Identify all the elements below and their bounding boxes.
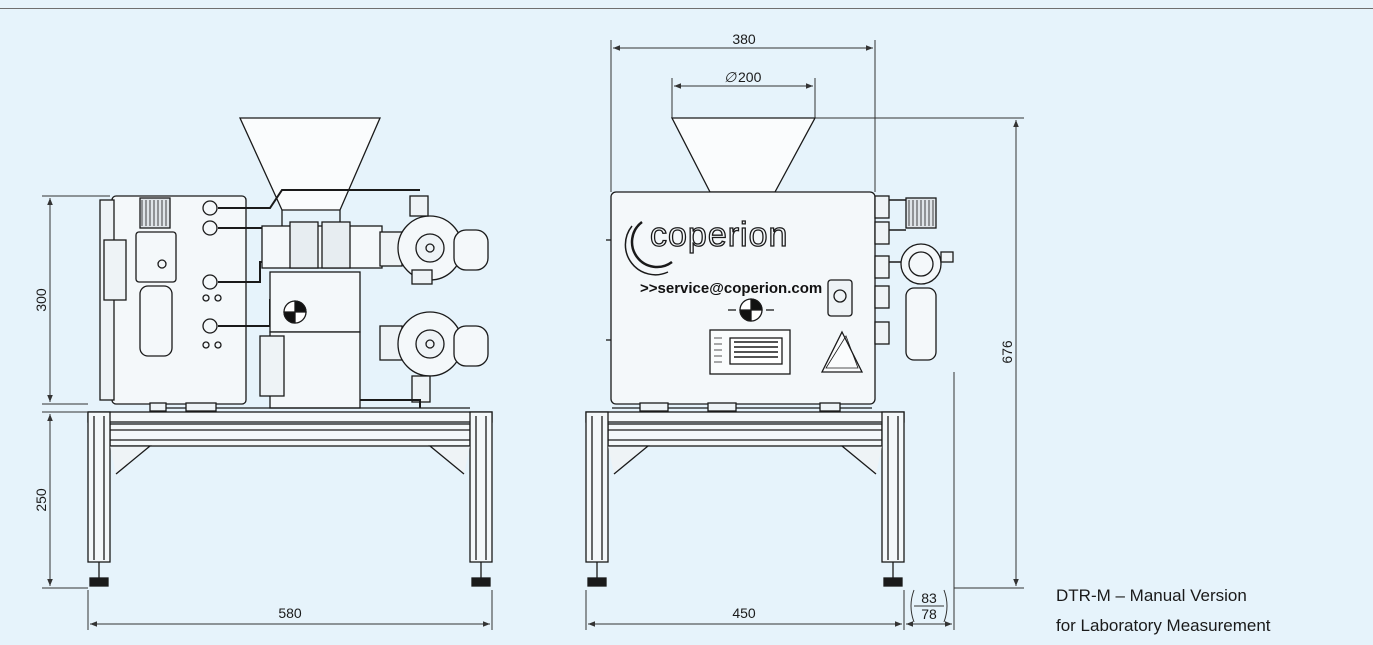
service-email: >>service@coperion.com [640,280,822,297]
caption-line-2: for Laboratory Measurement [1056,616,1271,635]
side-width-label: 580 [278,605,302,621]
side-height-frame-label: 250 [33,488,49,512]
front-diameter-label: 200 [738,69,762,85]
diameter-label: ∅ 200 [724,69,762,85]
front-height-total-label: 676 [999,340,1015,364]
side-height-body-label: 300 [33,288,49,312]
foot-upper-label: 83 [921,590,937,606]
top-rule [0,8,1373,9]
front-width-base-label: 450 [732,605,756,621]
front-width-top-label: 380 [732,31,756,47]
diameter-icon: ∅ [724,69,737,85]
caption-line-1: DTR-M – Manual Version [1056,586,1247,605]
front-view [585,117,954,587]
foot-lower-label: 78 [921,606,937,622]
brand-logo: coperion [650,216,788,254]
front-dimensions [585,40,1024,630]
side-view [87,117,493,587]
side-dimensions [42,195,493,630]
